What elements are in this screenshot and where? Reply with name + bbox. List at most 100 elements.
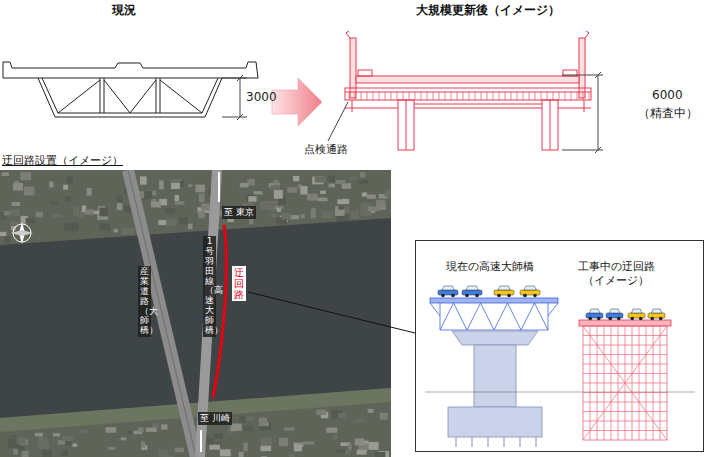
grid-tick — [559, 92, 560, 100]
leader-line — [248, 292, 415, 333]
building — [195, 185, 205, 193]
car-icon — [586, 309, 603, 320]
building — [261, 456, 267, 457]
building — [209, 445, 220, 450]
building — [240, 183, 249, 188]
building — [64, 223, 73, 231]
grid-tick — [529, 92, 530, 100]
dimension-note: （精査中） — [638, 106, 698, 121]
grid-tick — [403, 92, 404, 100]
car-body — [494, 290, 514, 295]
grid-tick — [505, 92, 506, 100]
car-cabin — [609, 309, 620, 313]
grid-tick — [355, 92, 356, 100]
land-ground — [0, 170, 391, 457]
building — [362, 192, 367, 196]
scaffold-members — [583, 326, 667, 440]
car-icon — [462, 286, 482, 297]
building — [72, 444, 77, 447]
building — [8, 439, 16, 448]
dimension-line — [222, 75, 247, 120]
building — [246, 194, 256, 201]
building — [152, 423, 159, 429]
building — [121, 437, 127, 440]
building — [165, 208, 175, 213]
building — [355, 438, 365, 445]
building — [175, 201, 184, 205]
grid-tick — [475, 92, 476, 100]
building — [20, 172, 31, 180]
car-body — [648, 313, 665, 318]
building — [175, 195, 179, 201]
building — [214, 434, 223, 439]
building — [315, 177, 326, 183]
grid-tick — [391, 92, 392, 100]
building — [114, 229, 118, 233]
grid-tick — [439, 92, 440, 100]
building — [100, 208, 108, 217]
building — [63, 185, 68, 190]
building — [158, 220, 166, 225]
building — [260, 202, 270, 210]
car-cabin — [466, 286, 478, 290]
building — [279, 438, 288, 446]
car-wheel — [659, 317, 663, 321]
grid-tick — [397, 92, 398, 100]
direction-label: 至 東京 — [222, 206, 256, 219]
scaffold-ledger — [583, 402, 667, 403]
building — [317, 197, 327, 201]
building — [316, 410, 326, 415]
building — [106, 427, 117, 433]
car-cabin — [651, 309, 662, 313]
grid-tick — [499, 92, 500, 100]
car-body — [606, 313, 623, 318]
building — [311, 208, 315, 212]
building — [300, 214, 305, 218]
building — [227, 219, 233, 222]
building — [351, 211, 359, 219]
scaffold-ledger — [583, 354, 667, 355]
building — [342, 183, 351, 189]
part-label: 点検通路 — [304, 143, 348, 157]
building — [143, 191, 152, 200]
building — [335, 210, 345, 216]
building-texture — [0, 172, 391, 457]
grid-tick — [457, 92, 458, 100]
water-level-line — [425, 392, 695, 393]
building — [360, 172, 365, 177]
building — [170, 179, 181, 182]
building — [337, 199, 349, 204]
car-cabin — [589, 309, 600, 313]
direction-marker — [200, 430, 202, 452]
leader-line — [328, 102, 348, 141]
building — [117, 203, 123, 210]
building — [12, 202, 20, 206]
building — [274, 190, 283, 199]
river-bank — [0, 388, 391, 432]
building — [53, 433, 60, 436]
car-icon — [648, 309, 665, 320]
building — [171, 183, 180, 189]
floor-grid-ticks — [349, 92, 589, 100]
building — [9, 209, 19, 216]
building — [22, 451, 29, 457]
grid-tick — [409, 92, 410, 100]
compass-needle — [11, 230, 33, 236]
car-body — [462, 290, 482, 295]
barrier-hook — [585, 31, 589, 38]
car-wheel — [475, 294, 479, 298]
grid-tick — [427, 92, 428, 100]
scaffold-ledger — [583, 335, 667, 336]
building — [65, 197, 71, 202]
pier-cap — [452, 331, 538, 345]
grid-tick — [433, 92, 434, 100]
car-wheel — [507, 294, 511, 298]
truss-web — [440, 303, 548, 330]
building — [329, 176, 335, 183]
building — [62, 450, 69, 456]
grid-tick — [487, 92, 488, 100]
grid-tick — [541, 92, 542, 100]
building — [158, 450, 167, 457]
section-heading: 大規模更新後（イメージ） — [416, 3, 560, 18]
building — [248, 196, 256, 202]
